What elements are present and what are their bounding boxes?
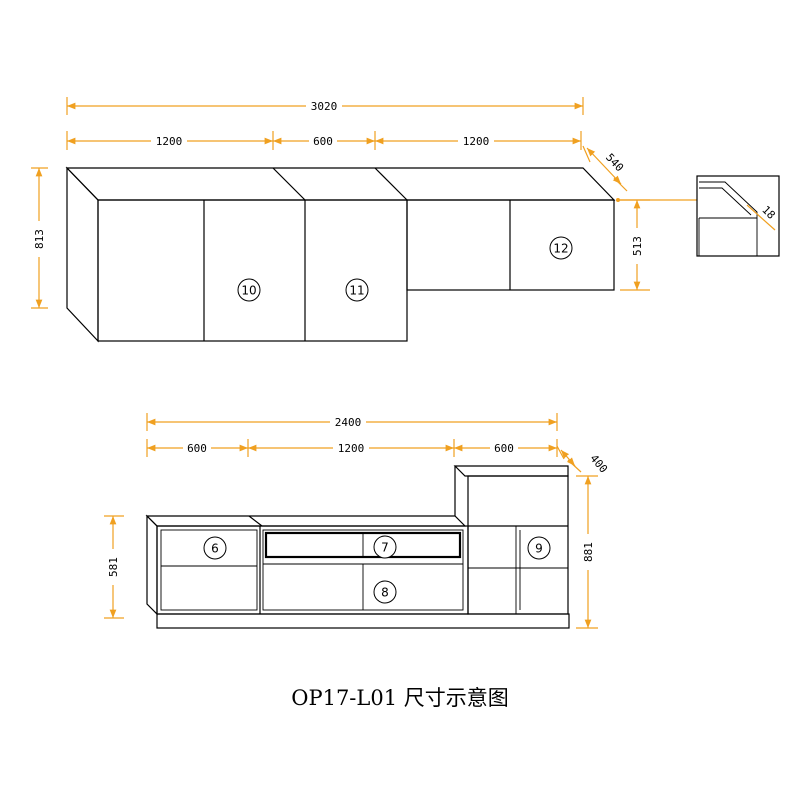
marker-label: 8 (381, 586, 389, 600)
bottom-top-face (145, 515, 467, 527)
dim-bottom-seg3: 600 (494, 442, 514, 455)
bottom-side-face (146, 514, 158, 616)
dim-top-total: 3020 (311, 100, 338, 113)
drawing-caption: OP17-L01 尺寸示意图 (291, 686, 509, 710)
dim-top-height-right: 513 (631, 236, 644, 256)
bottom-marker-6: 6 (203, 536, 227, 560)
dim-bottom-height-left: 581 (107, 557, 120, 577)
bottom-tall-top-face (453, 465, 569, 477)
detail-frame (696, 175, 780, 257)
marker-label: 6 (211, 542, 219, 556)
top-marker-11: 11 (345, 278, 369, 302)
marker-label: 7 (381, 541, 389, 555)
bottom-dimensions: 2400 600 1200 600 400 581 881 (104, 413, 610, 629)
bottom-marker-7: 7 (373, 535, 397, 559)
dim-bottom-total: 2400 (335, 416, 362, 429)
dim-top-height-left: 813 (33, 229, 46, 249)
detail-inset: 18 (696, 175, 780, 257)
top-marker-10: 10 (237, 278, 261, 302)
top-cabinet-top-face (65, 167, 616, 201)
dim-top-seg2: 600 (313, 135, 333, 148)
dim-top-seg3: 1200 (463, 135, 490, 148)
top-marker-12: 12 (549, 236, 573, 260)
top-dimensions: 3020 1200 600 1200 540 813 513 (31, 97, 697, 309)
top-cabinet (65, 166, 616, 343)
dim-bottom-height-right: 881 (582, 542, 595, 562)
marker-label: 11 (349, 284, 364, 298)
dim-top-seg1: 1200 (156, 135, 183, 148)
bottom-plinth (156, 613, 570, 629)
bottom-tall-body (467, 475, 569, 615)
marker-label: 10 (241, 284, 256, 298)
dim-bottom-seg1: 600 (187, 442, 207, 455)
marker-label: 9 (535, 542, 543, 556)
bottom-cabinet (145, 465, 570, 629)
bottom-marker-9: 9 (527, 536, 551, 560)
top-cabinet-tall-front (97, 199, 408, 342)
dim-bottom-depth: 400 (587, 452, 610, 476)
top-cabinet-side-face (66, 166, 99, 343)
dim-bottom-seg2: 1200 (338, 442, 365, 455)
dim-top-depth: 540 (603, 151, 626, 174)
bottom-marker-8: 8 (373, 580, 397, 604)
marker-label: 12 (553, 242, 568, 256)
